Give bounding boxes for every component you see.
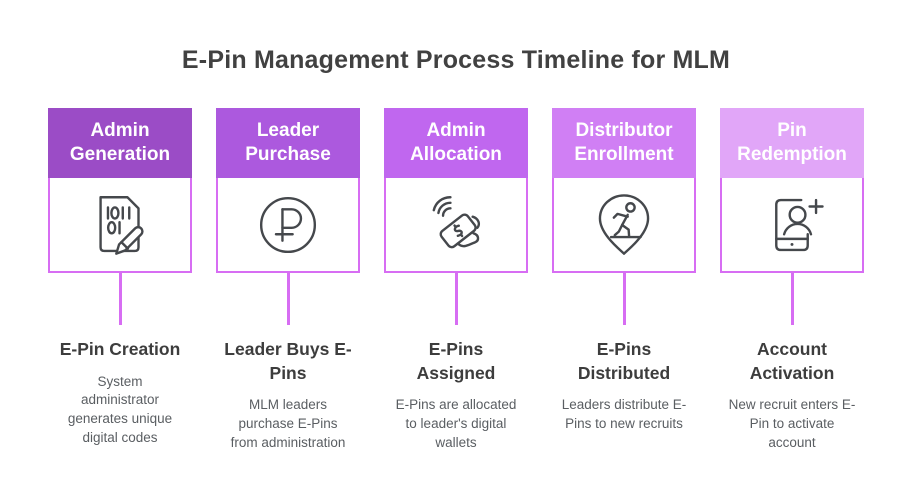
timeline-columns: Admin Generation E-Pin Creation System a…: [48, 108, 864, 452]
step-icon-box: [384, 178, 528, 273]
step-icon-box: [720, 178, 864, 273]
timeline-step-pin-redemption: Pin Redemption Account Activation New re…: [720, 108, 864, 452]
step-icon-box: [48, 178, 192, 273]
step-icon-box: [552, 178, 696, 273]
step-title: E-Pin Creation: [59, 339, 181, 359]
step-description: E-Pins are allocated to leader's digital…: [395, 397, 517, 450]
timeline-connector-line: [454, 273, 458, 325]
timeline-connector-line: [622, 273, 626, 325]
step-description: Leaders distribute E- Pins to new recrui…: [561, 397, 687, 431]
step-description: System administrator generates unique di…: [67, 373, 173, 445]
step-header: Leader Purchase: [216, 108, 360, 178]
step-header: Distributor Enrollment: [552, 108, 696, 178]
timeline-step-admin-allocation: Admin Allocation E-Pins Assigned: [384, 108, 528, 452]
timeline-connector-line: [286, 273, 290, 325]
step-title: E-Pins Distributed: [577, 339, 671, 383]
ruble-coin-icon: [259, 196, 317, 253]
binary-document-edit-icon: [99, 195, 144, 255]
page-title: E-Pin Management Process Timeline for ML…: [181, 46, 731, 74]
step-header: Pin Redemption: [720, 108, 864, 178]
step-description: MLM leaders purchase E-Pins from adminis…: [230, 397, 346, 450]
location-walker-icon: [598, 193, 650, 255]
step-description: New recruit enters E- Pin to activate ac…: [728, 397, 856, 450]
step-header: Admin Allocation: [384, 108, 528, 178]
timeline-connector-line: [790, 273, 794, 325]
step-icon-box: [216, 178, 360, 273]
timeline-step-admin-generation: Admin Generation E-Pin Creation System a…: [48, 108, 192, 452]
timeline-step-distributor-enrollment: Distributor Enrollment E-Pins Distribute…: [552, 108, 696, 452]
step-title: Leader Buys E- Pins: [224, 339, 352, 383]
step-title: Account Activation: [749, 339, 835, 383]
phone-add-user-icon: [775, 198, 824, 251]
step-title: E-Pins Assigned: [416, 339, 496, 383]
timeline-step-leader-purchase: Leader Purchase Leader Buys E- Pins MLM …: [216, 108, 360, 452]
contactless-payment-icon: [432, 195, 481, 248]
timeline-connector-line: [118, 273, 122, 325]
step-header: Admin Generation: [48, 108, 192, 178]
